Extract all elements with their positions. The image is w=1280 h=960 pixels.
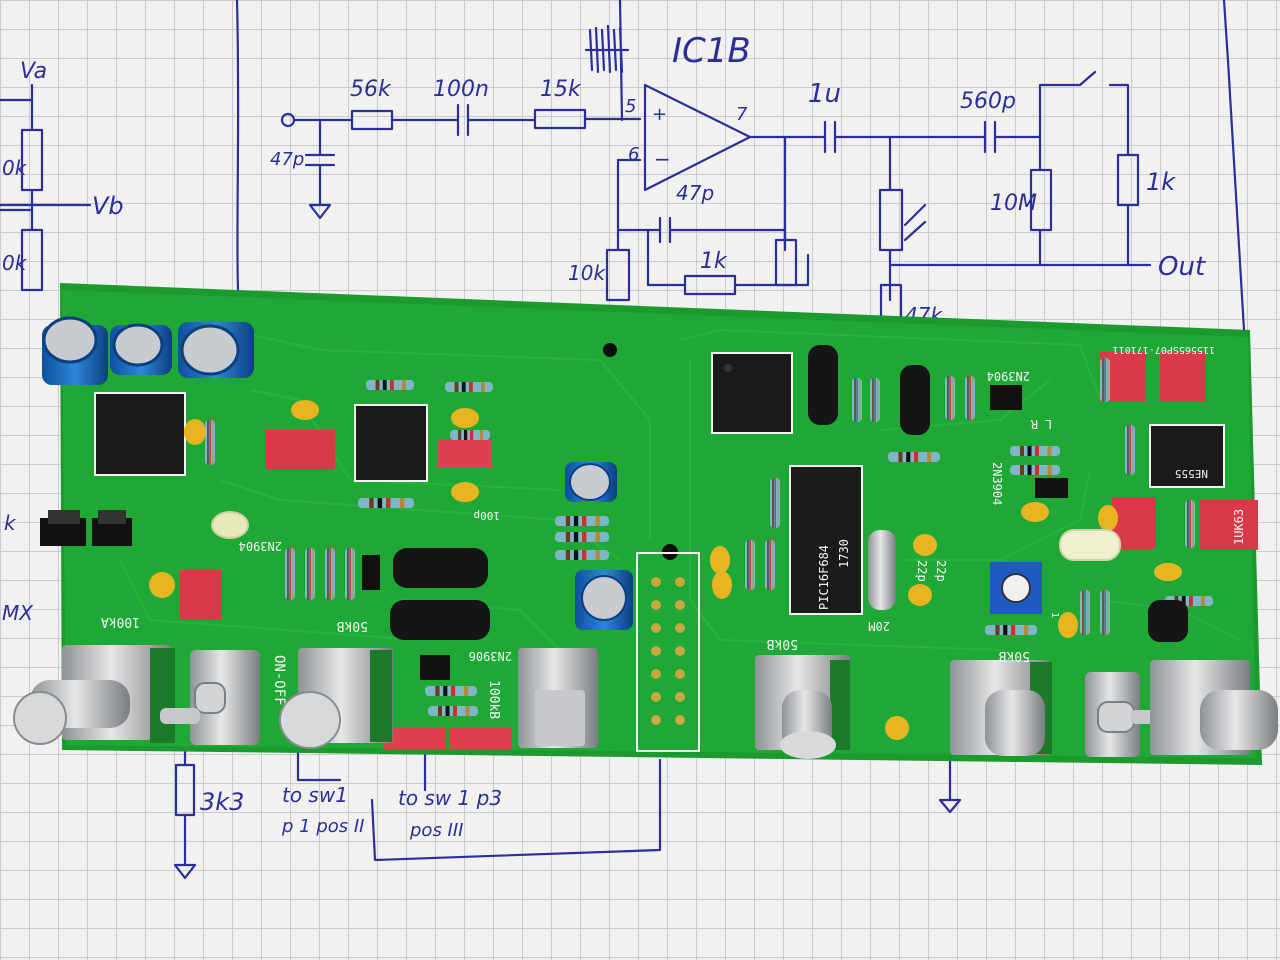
crystal-label: 20M: [868, 619, 890, 633]
note1-line2: p 1 pos II: [281, 816, 364, 837]
mounting-hole: [603, 343, 617, 357]
resistors: [205, 358, 1213, 716]
label-c-1u: 1u: [808, 79, 841, 109]
resistor-10k: [605, 248, 631, 302]
crystal-oscillator: [868, 530, 896, 610]
toggle-switch-right[interactable]: [1085, 672, 1170, 757]
capacitor-560p: [983, 70, 1097, 172]
led-left: [211, 511, 249, 539]
note1-line1: to sw1: [282, 783, 348, 807]
note2-line2: pos III: [409, 820, 463, 841]
resistor-3k3: [174, 763, 196, 817]
label-r-10m: 10M: [990, 191, 1037, 216]
resistor-1k-out: [1116, 153, 1140, 207]
film-cap-label: 1UK63: [1232, 509, 1246, 545]
board-id-label: 115565SP07-171011: [1113, 344, 1215, 355]
label-r-1k-out: 1k: [1146, 168, 1176, 196]
pin-header-outline: [636, 552, 700, 752]
label-ic1b: IC1B: [672, 31, 751, 71]
feedback-network: [616, 158, 787, 252]
label-out: Out: [1158, 252, 1206, 282]
transistor2-label: 2N3904: [987, 369, 1030, 383]
capacitor-1u: [823, 120, 987, 154]
ceramic-capacitors: [149, 400, 1182, 740]
note2-line1: to sw 1 p3: [398, 786, 502, 810]
pot5-label: 50kB: [999, 648, 1030, 663]
label-c-47p-in: 47p: [270, 149, 304, 170]
pot1-label: 100kA: [101, 614, 140, 629]
label-left-mx: MX: [2, 601, 34, 625]
label-pin6: 6: [628, 144, 639, 165]
pot-3[interactable]: [518, 648, 598, 748]
pin-l-label: L: [1045, 417, 1052, 431]
pot-1[interactable]: [13, 645, 175, 745]
pot-5[interactable]: [950, 660, 1052, 756]
film-capacitors: [180, 352, 1258, 749]
label-va: Va: [20, 59, 47, 84]
scribble-mark: [584, 0, 630, 122]
label-r-15k: 15k: [540, 77, 582, 102]
label-left-0k-b: 0k: [2, 251, 28, 275]
pot2-label: 50kB: [337, 618, 368, 633]
pin-header[interactable]: [651, 577, 685, 725]
label-vb: Vb: [92, 192, 124, 220]
label-left-k: k: [4, 511, 17, 535]
transistor3-label: 2N3904: [990, 462, 1004, 505]
led-right: [1059, 529, 1121, 561]
pot-2[interactable]: [279, 648, 393, 749]
ic-ne555-label: NE555: [1175, 467, 1208, 480]
cap-22p-b-label: 22p: [915, 560, 929, 582]
pin-r-label: R: [1030, 417, 1038, 431]
schematic-margin-line: [235, 0, 240, 292]
potentiometer-level: [878, 188, 904, 252]
cap-100p-label: 100p: [474, 509, 501, 522]
toggle-switch-on-off[interactable]: [160, 650, 260, 745]
label-c-560p: 560p: [960, 89, 1016, 114]
svg-text:−: −: [654, 147, 671, 171]
transistor1-label: 2N3904: [239, 539, 282, 553]
pot-6[interactable]: [1150, 660, 1278, 755]
label-c-47p-fb: 47p: [676, 181, 714, 205]
input-cap-to-ground: [292, 118, 354, 220]
integrated-circuits: [94, 352, 1225, 615]
resistor-1k-fb: [683, 274, 737, 296]
opamp-symbol: [643, 83, 752, 192]
ferrite-beads: [390, 345, 1188, 642]
pot-4[interactable]: [755, 655, 850, 759]
label-pin5: 5: [625, 96, 636, 117]
switch1-label: ON-OFF: [271, 655, 287, 706]
ic-pic-label: PIC16F684: [817, 545, 831, 610]
trimmer-label: 1: [1049, 612, 1060, 618]
capacitor-100n: [390, 103, 537, 137]
label-pin7: 7: [736, 104, 748, 125]
electrolytic-capacitors: [42, 316, 633, 630]
label-c-100n: 100n: [433, 77, 489, 102]
label-r-3k3: 3k3: [200, 788, 244, 816]
svg-text:+: +: [652, 104, 667, 125]
label-r-10k: 10k: [568, 261, 606, 285]
label-r-1k-fb: 1k: [700, 249, 728, 274]
ic-pic-code: 1730: [837, 539, 851, 568]
cap-22p-a-label: 22p: [934, 560, 948, 582]
voltage-divider-drawing: [0, 83, 92, 292]
schematic-right-line: [1222, 0, 1246, 332]
pin-jumpers[interactable]: [40, 510, 132, 546]
transistor5-label: 2N3906: [469, 649, 512, 663]
label-left-0k-a: 0k: [2, 156, 28, 180]
pot4-label: 50kB: [767, 636, 798, 651]
pot3-label: 100kB: [486, 680, 501, 719]
transistors: [362, 385, 1068, 680]
label-r-56k: 56k: [350, 77, 392, 102]
